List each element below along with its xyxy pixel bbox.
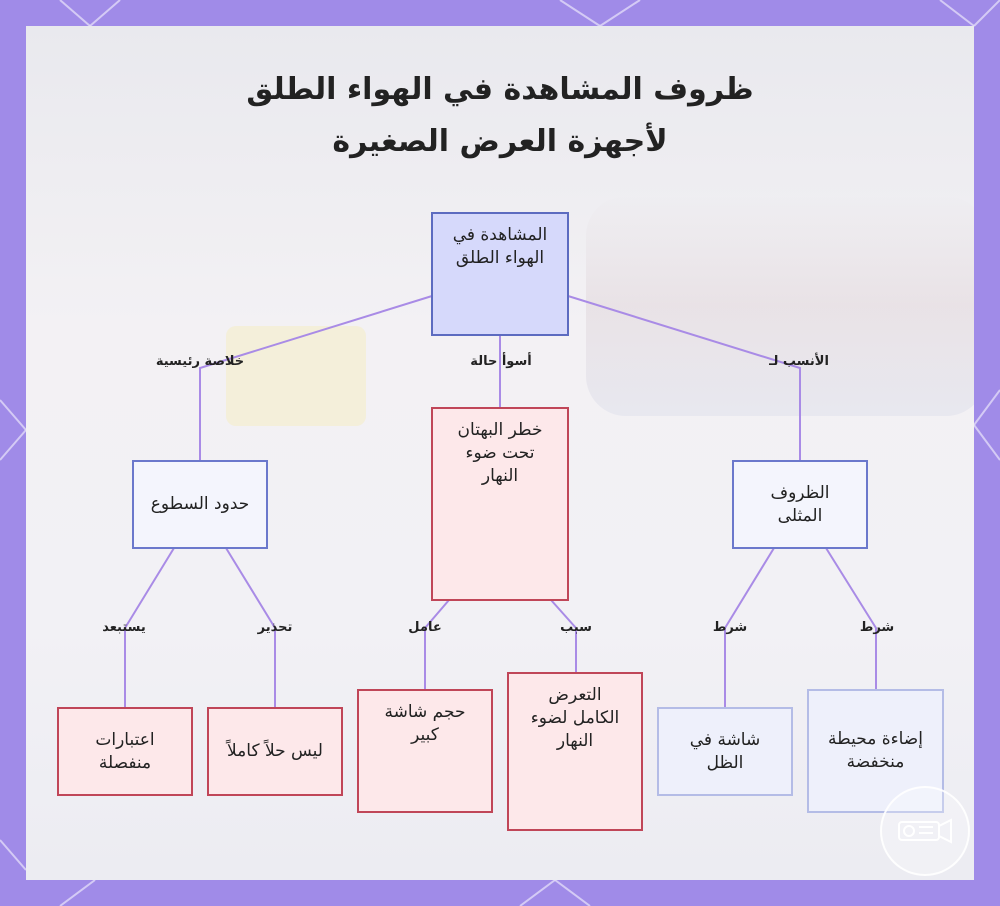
node-full-daylight-exposure[interactable]: التعرض الكامل لضوء النهار <box>507 672 643 831</box>
node-large-screen-size[interactable]: حجم شاشة كبير <box>357 689 493 813</box>
node-separate-considerations[interactable]: اعتبارات منفصلة <box>57 707 193 796</box>
node-shaded-screen[interactable]: شاشة في الظل <box>657 707 793 796</box>
edge-condition-2 <box>724 547 775 707</box>
edge-condition-1 <box>825 547 877 689</box>
edge-excludes <box>124 547 175 707</box>
node-optimal-conditions[interactable]: الظروف المثلى <box>732 460 868 549</box>
edge-factor <box>424 599 450 689</box>
diagram-title-line-2: لأجهزة العرض الصغيرة <box>332 124 668 159</box>
edge-key-takeaway <box>199 295 433 460</box>
background-blur-shape <box>226 326 366 426</box>
edge-best-for <box>567 295 801 460</box>
projector-icon <box>880 786 970 876</box>
edge-label-best-for: الأنسب لـ <box>769 354 829 369</box>
edge-label-excludes: يستبعد <box>102 620 146 635</box>
edge-label-key-takeaway: خلاصة رئيسية <box>155 354 245 369</box>
edge-label-factor: عامل <box>408 620 442 635</box>
edge-cause <box>550 599 577 672</box>
edge-label-cause: سبب <box>560 620 592 635</box>
diagram-title-line-1: ظروف المشاهدة في الهواء الطلق <box>246 72 754 107</box>
node-root[interactable]: المشاهدة في الهواء الطلق <box>431 212 569 336</box>
edge-warning <box>225 547 276 707</box>
edge-label-condition: شرط <box>712 620 748 635</box>
edge-label-worst-case: أسوأ حالة <box>470 354 532 369</box>
node-washout-risk[interactable]: خطر البهتان تحت ضوء النهار <box>431 407 569 601</box>
edge-label-warning: تحذير <box>257 620 293 635</box>
node-not-full-solution[interactable]: ليس حلاً كاملاً <box>207 707 343 796</box>
node-brightness-limits[interactable]: حدود السطوع <box>132 460 268 549</box>
edge-label-condition: شرط <box>859 620 895 635</box>
background-blur-shape <box>586 196 974 416</box>
